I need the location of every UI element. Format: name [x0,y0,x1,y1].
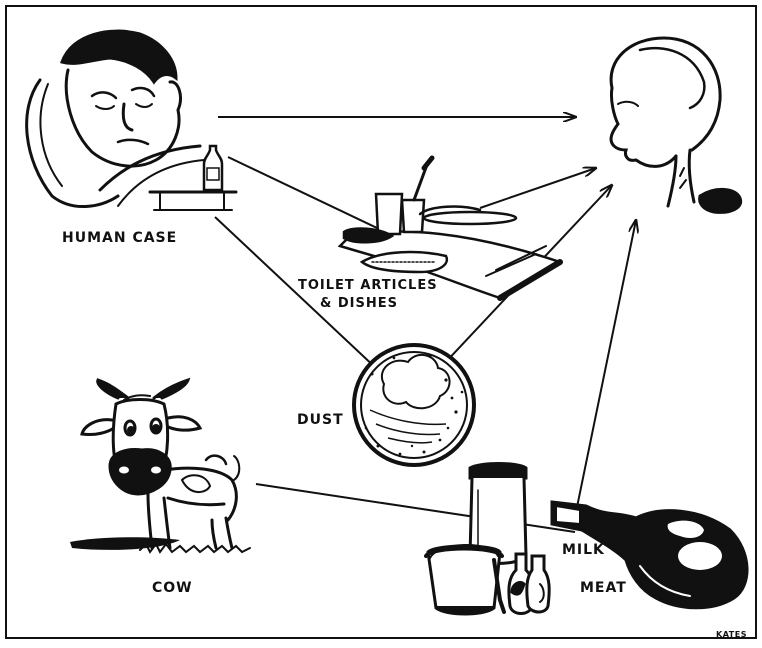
label-cow: COW [152,580,193,596]
label-toilet-articles: TOILET ARTICLES [298,278,438,293]
label-dust: DUST [297,412,344,428]
label-human-case: HUMAN CASE [62,230,178,246]
label-milk: MILK [562,542,605,558]
transmission-lines [214,117,636,533]
artist-signature: KATES [716,630,747,639]
label-meat: MEAT [580,580,627,596]
dust-petri-dish [352,343,476,467]
meat-illustration [550,500,749,610]
human-case-illustration [25,29,238,211]
label-toilet-articles-dishes: & DISHES [320,296,398,311]
toilet-articles-illustration [337,155,563,301]
arrow-articles-to-person [479,168,596,209]
line-cow-to-food [255,483,576,533]
milk-illustration [424,462,551,616]
cow-illustration [70,377,251,554]
person-receiving-illustration [609,36,743,214]
frame-border [5,5,757,639]
arrow-food-to-person [575,220,636,513]
line-human-to-articles [227,156,399,239]
